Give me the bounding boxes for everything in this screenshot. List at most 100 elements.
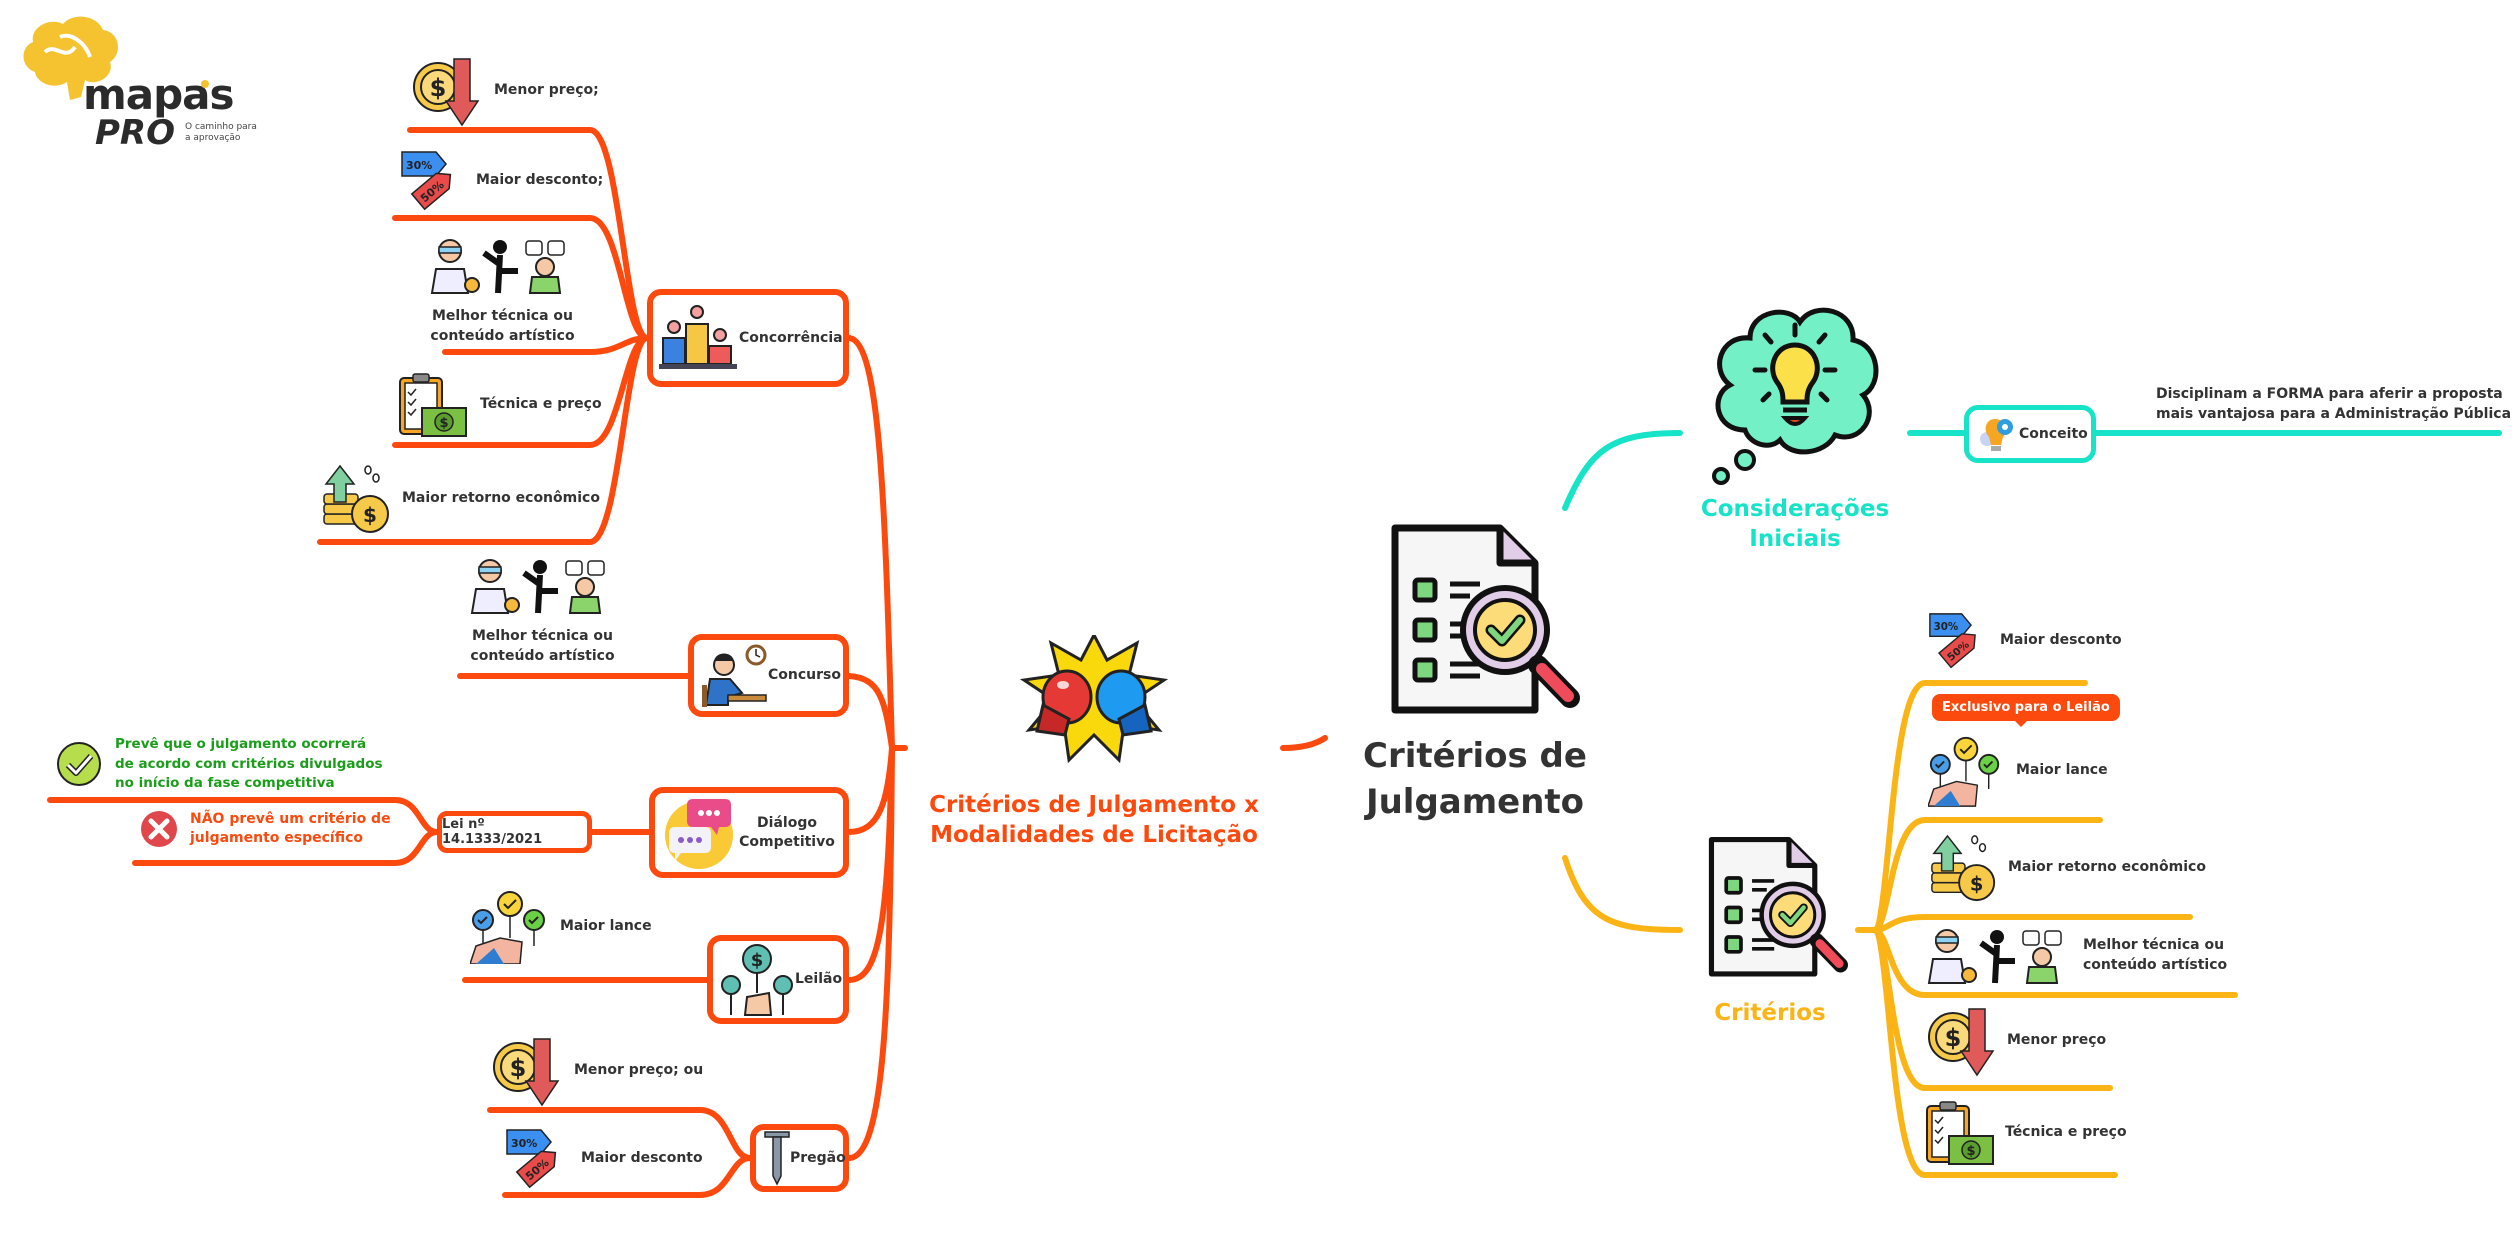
branch-left-to-central (1280, 735, 1328, 751)
topic-left-title: Critérios de Julgamento x Modalidades de… (905, 791, 1283, 851)
check-circle-icon (57, 742, 101, 787)
leaf-label: Técnica e preço (480, 396, 602, 413)
leaf-concorrencia-maior-desconto[interactable]: 30% 50% Maior desconto; (400, 150, 603, 212)
leaf-label: Maior desconto (2000, 632, 2122, 649)
node-pregao[interactable]: Pregão (750, 1124, 849, 1192)
lightbulb-cloud-icon (1712, 307, 1879, 485)
svg-text:$: $ (1945, 1024, 1962, 1052)
auction-paddles-icon: $ (721, 943, 793, 1016)
svg-text:30%: 30% (511, 1137, 537, 1150)
coins-growth-icon: $ (323, 464, 389, 533)
discount-tags-icon: 30% 50% (506, 1129, 557, 1189)
leaf-label: Menor preço; ou (574, 1062, 704, 1079)
criterio-menor-preco[interactable]: $ Menor preço (1925, 1005, 2106, 1077)
leaf-label-1: Melhor técnica ou (2083, 937, 2225, 954)
leaf-label: Técnica e preço (2005, 1124, 2127, 1141)
note-line-1: Prevê que o julgamento ocorrerá (115, 736, 367, 752)
criterios-title: Critérios (1714, 999, 1826, 1026)
criterio-maior-desconto[interactable]: 30% 50% Maior desconto (1928, 612, 2122, 670)
boxing-gloves-icon (1019, 631, 1169, 764)
leaf-concorrencia-maior-retorno[interactable]: $ Maior retorno econômico (320, 462, 600, 536)
logo-sub: PRO (95, 113, 176, 153)
leaf-pregao-maior-desconto[interactable]: 30% 50% Maior desconto (505, 1128, 703, 1190)
raised-hands-check-icon (1928, 736, 2000, 807)
note-preve-text: Prevê que o julgamento ocorrerá de acord… (115, 735, 383, 794)
svg-text:$: $ (751, 950, 764, 971)
node-concorrencia[interactable]: Concorrência (647, 289, 849, 387)
leaf-label: Maior retorno econômico (402, 490, 600, 507)
technique-art-icon (1927, 929, 2062, 984)
criterio-maior-retorno[interactable]: $ Maior retorno econômico (1928, 832, 2206, 904)
node-concurso[interactable]: Concurso (688, 634, 849, 717)
logo-tagline: O caminho para a aprovação (185, 122, 257, 144)
logo-tagline-2: a aprovação (185, 132, 241, 143)
callout-exclusivo-leilao: Exclusivo para o Leilão (1932, 694, 2120, 727)
svg-text:$: $ (439, 416, 448, 431)
price-down-icon: $ (493, 1038, 560, 1107)
node-conceito[interactable]: Conceito (1964, 405, 2096, 463)
leaf-leilao-maior-lance[interactable]: Maior lance (470, 890, 652, 964)
leaf-concorrencia-melhor-tecnica[interactable]: Melhor técnica ou conteúdo artístico (420, 235, 585, 346)
leaf-label: Menor preço; (494, 82, 599, 99)
leaf-concorrencia-tecnica-preco[interactable]: $ Técnica e preço (398, 372, 602, 438)
podium-icon (659, 305, 737, 369)
svg-text:$: $ (510, 1054, 527, 1082)
node-concurso-label: Concurso (768, 667, 841, 684)
central-title-2: Julgamento (1365, 781, 1585, 822)
topic-consideracoes-iniciais[interactable]: Considerações Iniciais (1680, 300, 1910, 555)
clipboard-money-icon: $ (399, 373, 467, 437)
topic-criterios[interactable]: Critérios (1680, 830, 1860, 1029)
node-leilao[interactable]: $ Leilão (707, 935, 849, 1024)
leaf-label: Menor preço (2007, 1032, 2107, 1049)
branch-leilao (846, 745, 895, 983)
branch-criterios (1562, 855, 1683, 933)
node-lei-label: Lei nº 14.1333/2021 (442, 817, 543, 847)
branch-concorrencia (846, 335, 895, 751)
criterio-maior-lance[interactable]: Maior lance (1928, 735, 2108, 807)
svg-text:$: $ (363, 503, 377, 527)
central-title-1: Critérios de (1363, 735, 1587, 776)
logo-tagline-1: O caminho para (185, 122, 257, 132)
node-lei-14133[interactable]: Lei nº 14.1333/2021 (437, 811, 592, 853)
leaf-label-1: Melhor técnica ou (471, 628, 614, 644)
x-circle-icon (141, 811, 177, 847)
note-nao-preve[interactable]: NÃO prevê um critério de julgamento espe… (140, 810, 391, 848)
topic-criterios-x-modalidades[interactable]: Critérios de Julgamento x Modalidades de… (905, 631, 1283, 851)
node-dialogo-competitivo[interactable]: Diálogo Competitivo (649, 787, 849, 878)
brain-icon (23, 16, 119, 101)
note-preve-criterios[interactable]: Prevê que o julgamento ocorrerá de acord… (55, 735, 383, 794)
central-topic[interactable]: Critérios de Julgamento (1325, 520, 1625, 826)
node-leilao-label: Leilão (795, 971, 843, 988)
definition-line-2: mais vantajosa para a Administração Públ… (2156, 406, 2512, 423)
leaf-concurso-melhor-tecnica[interactable]: Melhor técnica ou conteúdo artístico (460, 555, 625, 666)
coins-growth-icon: $ (1931, 834, 1996, 902)
branch-consideracoes (1562, 430, 1683, 511)
checklist-magnifier-icon (1708, 837, 1848, 977)
node-conceito-label: Conceito (2019, 425, 2088, 442)
logo: mapas PRO O caminho para a aprovação (15, 12, 265, 152)
criterio-tecnica-preco[interactable]: $ Técnica e preço (1925, 1100, 2127, 1166)
consideracoes-title: Considerações Iniciais (1680, 495, 1910, 555)
criterio-melhor-tecnica[interactable]: Melhor técnica ou conteúdo artístico (1925, 925, 2227, 987)
leaf-concorrencia-menor-preco[interactable]: $ Menor preço; (410, 55, 599, 127)
branch-pregao (846, 745, 895, 1161)
leaf-label: Maior lance (2016, 762, 2108, 779)
technique-art-icon (430, 239, 565, 294)
leaf-label-2: conteúdo artístico (2083, 957, 2228, 973)
svg-text:$: $ (1970, 872, 1984, 895)
svg-text:$: $ (430, 74, 447, 102)
definition-line-1: Disciplinam a FORMA para aferir a propos… (2156, 386, 2503, 402)
discount-tags-icon: 30% 50% (401, 151, 452, 211)
note-line-3: no início da fase competitiva (115, 775, 335, 792)
branch-concurso (846, 673, 895, 751)
person-writing-icon (702, 644, 767, 707)
leaf-pregao-menor-preco[interactable]: $ Menor preço; ou (490, 1035, 703, 1107)
leaf-label: Maior lance (560, 918, 652, 935)
topic-left-title-1: Critérios de Julgamento x (929, 791, 1259, 818)
node-dialogo-label-1: Diálogo (757, 814, 817, 831)
leaf-label: Maior desconto; (476, 172, 604, 189)
lightbulb-gear-icon (1980, 419, 2013, 451)
topic-left-title-2: Modalidades de Licitação (930, 821, 1258, 848)
leaf-label: Maior retorno econômico (2008, 859, 2206, 876)
